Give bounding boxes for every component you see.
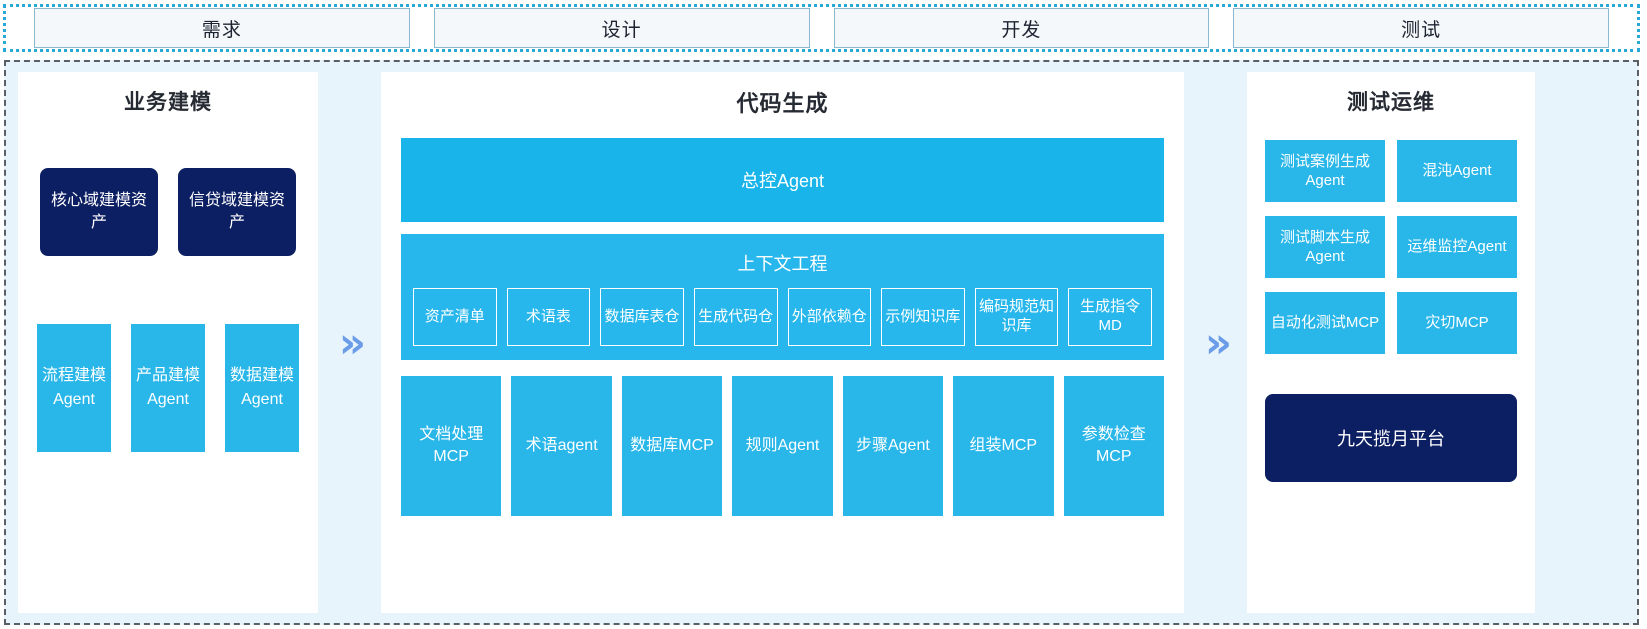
test-operations-content: 测试案例生成Agent 混沌Agent 测试脚本生成Agent 运维监控Agen…: [1247, 116, 1535, 482]
agent-data-modeling[interactable]: 数据建模Agent: [225, 324, 299, 452]
phase-label: 需求: [201, 19, 242, 41]
ops-monitoring-agent[interactable]: 运维监控Agent: [1397, 216, 1517, 278]
automated-test-mcp[interactable]: 自动化测试MCP: [1265, 292, 1385, 354]
phase-tab-requirements[interactable]: 需求: [34, 8, 410, 48]
test-item-label: 测试案例生成Agent: [1279, 152, 1370, 190]
test-item-label: 运维监控Agent: [1407, 238, 1507, 256]
disaster-recovery-mcp[interactable]: 灾切MCP: [1397, 292, 1517, 354]
tool-label: 步骤Agent: [855, 436, 930, 454]
context-item-generated-code-repo[interactable]: 生成代码仓: [693, 288, 778, 346]
master-agent-band[interactable]: 总控Agent: [401, 138, 1164, 222]
business-agent-row: 流程建模Agent 产品建模Agent 数据建模Agent: [18, 324, 318, 452]
code-generation-content: 总控Agent 上下文工程 资产清单 术语表 数据库表仓: [381, 118, 1184, 516]
tool-document-processing-mcp[interactable]: 文档处理MCP: [401, 376, 502, 516]
platform-card-jiutian[interactable]: 九天揽月平台: [1265, 394, 1517, 482]
context-item-label: 数据库表仓: [604, 307, 680, 325]
context-item-label: 术语表: [525, 307, 571, 325]
tool-label: 规则Agent: [745, 436, 820, 454]
panel-title-code-generation: 代码生成: [736, 91, 829, 116]
tool-row: 文档处理MCP 术语agent 数据库MCP 规则Agent 步骤Agent: [401, 376, 1164, 516]
tool-step-agent[interactable]: 步骤Agent: [842, 376, 944, 516]
tool-label: 文档处理MCP: [419, 425, 484, 465]
panel-title-test-operations: 测试运维: [1347, 91, 1435, 114]
panel-code-generation: 代码生成 总控Agent 上下文工程 资产清单 术语表: [381, 72, 1184, 613]
tool-rule-agent[interactable]: 规则Agent: [732, 376, 833, 516]
asset-card-credit-domain[interactable]: 信贷域建模资产: [178, 168, 296, 256]
agent-product-modeling[interactable]: 产品建模Agent: [131, 324, 205, 452]
context-item-label: 生成指令MD: [1080, 298, 1141, 334]
phase-tab-design[interactable]: 设计: [433, 8, 810, 48]
test-case-generation-agent[interactable]: 测试案例生成Agent: [1265, 140, 1385, 202]
test-item-label: 灾切MCP: [1425, 314, 1489, 332]
context-engineering-title: 上下文工程: [737, 254, 828, 274]
panel-business-modeling: 业务建模 核心域建模资产 信贷域建模资产 流程建模Agent 产品建模Agent…: [18, 72, 318, 613]
tool-label: 参数检查MCP: [1081, 425, 1146, 465]
arrow-gap-left: »: [318, 72, 381, 613]
context-item-coding-standard-kb[interactable]: 编码规范知识库: [974, 288, 1059, 346]
test-script-generation-agent[interactable]: 测试脚本生成Agent: [1265, 216, 1385, 278]
agent-label: 流程建模Agent: [41, 367, 106, 408]
phase-label: 测试: [1401, 19, 1442, 41]
phase-label: 开发: [1001, 19, 1042, 41]
asset-card-core-domain[interactable]: 核心域建模资产: [40, 168, 158, 256]
asset-card-label: 核心域建模资产: [50, 192, 147, 231]
context-item-label: 外部依赖仓: [791, 307, 867, 325]
double-chevron-right-icon: »: [338, 317, 366, 367]
test-item-label: 自动化测试MCP: [1270, 314, 1380, 332]
context-item-row: 资产清单 术语表 数据库表仓 生成代码仓 外部依赖仓: [413, 288, 1152, 346]
phase-label: 设计: [601, 19, 642, 41]
double-chevron-right-icon: »: [1204, 317, 1232, 367]
context-item-label: 生成代码仓: [698, 307, 774, 325]
tool-assembly-mcp[interactable]: 组装MCP: [953, 376, 1054, 516]
asset-card-label: 信贷域建模资产: [188, 192, 285, 231]
tool-label: 术语agent: [525, 436, 598, 454]
phase-tab-development[interactable]: 开发: [833, 8, 1210, 48]
panel-test-operations: 测试运维 测试案例生成Agent 混沌Agent 测试脚本生成Agent 运维监…: [1247, 72, 1535, 613]
tool-parameter-check-mcp[interactable]: 参数检查MCP: [1063, 376, 1164, 516]
main-architecture-frame: 业务建模 核心域建模资产 信贷域建模资产 流程建模Agent 产品建模Agent…: [4, 60, 1639, 625]
context-engineering-band: 上下文工程 资产清单 术语表 数据库表仓 生成代码仓: [401, 234, 1164, 360]
context-item-external-dependency-repo[interactable]: 外部依赖仓: [787, 288, 872, 346]
agent-process-modeling[interactable]: 流程建模Agent: [37, 324, 111, 452]
context-item-asset-inventory[interactable]: 资产清单: [413, 288, 497, 346]
master-agent-label: 总控Agent: [740, 171, 825, 191]
platform-label: 九天揽月平台: [1337, 429, 1445, 449]
tool-database-mcp[interactable]: 数据库MCP: [621, 376, 723, 516]
panel-title-business-modeling: 业务建模: [124, 91, 212, 114]
agent-label: 数据建模Agent: [229, 367, 294, 408]
tool-glossary-agent[interactable]: 术语agent: [511, 376, 612, 516]
test-operations-grid: 测试案例生成Agent 混沌Agent 测试脚本生成Agent 运维监控Agen…: [1265, 140, 1517, 354]
context-item-label: 示例知识库: [885, 307, 961, 325]
test-item-label: 混沌Agent: [1422, 162, 1492, 180]
context-item-example-knowledge-base[interactable]: 示例知识库: [881, 288, 965, 346]
context-item-label: 编码规范知识库: [979, 298, 1055, 334]
agent-label: 产品建模Agent: [135, 367, 200, 408]
phase-tab-testing[interactable]: 测试: [1233, 8, 1609, 48]
context-item-generation-instruction-md[interactable]: 生成指令MD: [1068, 288, 1152, 346]
phase-strip: 需求 设计 开发 测试: [3, 4, 1640, 52]
tool-label: 数据库MCP: [630, 436, 714, 454]
context-item-glossary[interactable]: 术语表: [506, 288, 591, 346]
context-item-label: 资产清单: [424, 307, 485, 325]
chaos-agent[interactable]: 混沌Agent: [1397, 140, 1517, 202]
test-item-label: 测试脚本生成Agent: [1279, 228, 1370, 266]
tool-label: 组装MCP: [969, 436, 1038, 454]
business-asset-row: 核心域建模资产 信贷域建模资产: [18, 168, 318, 256]
arrow-gap-right: »: [1184, 72, 1247, 613]
context-item-db-table-repo[interactable]: 数据库表仓: [600, 288, 684, 346]
